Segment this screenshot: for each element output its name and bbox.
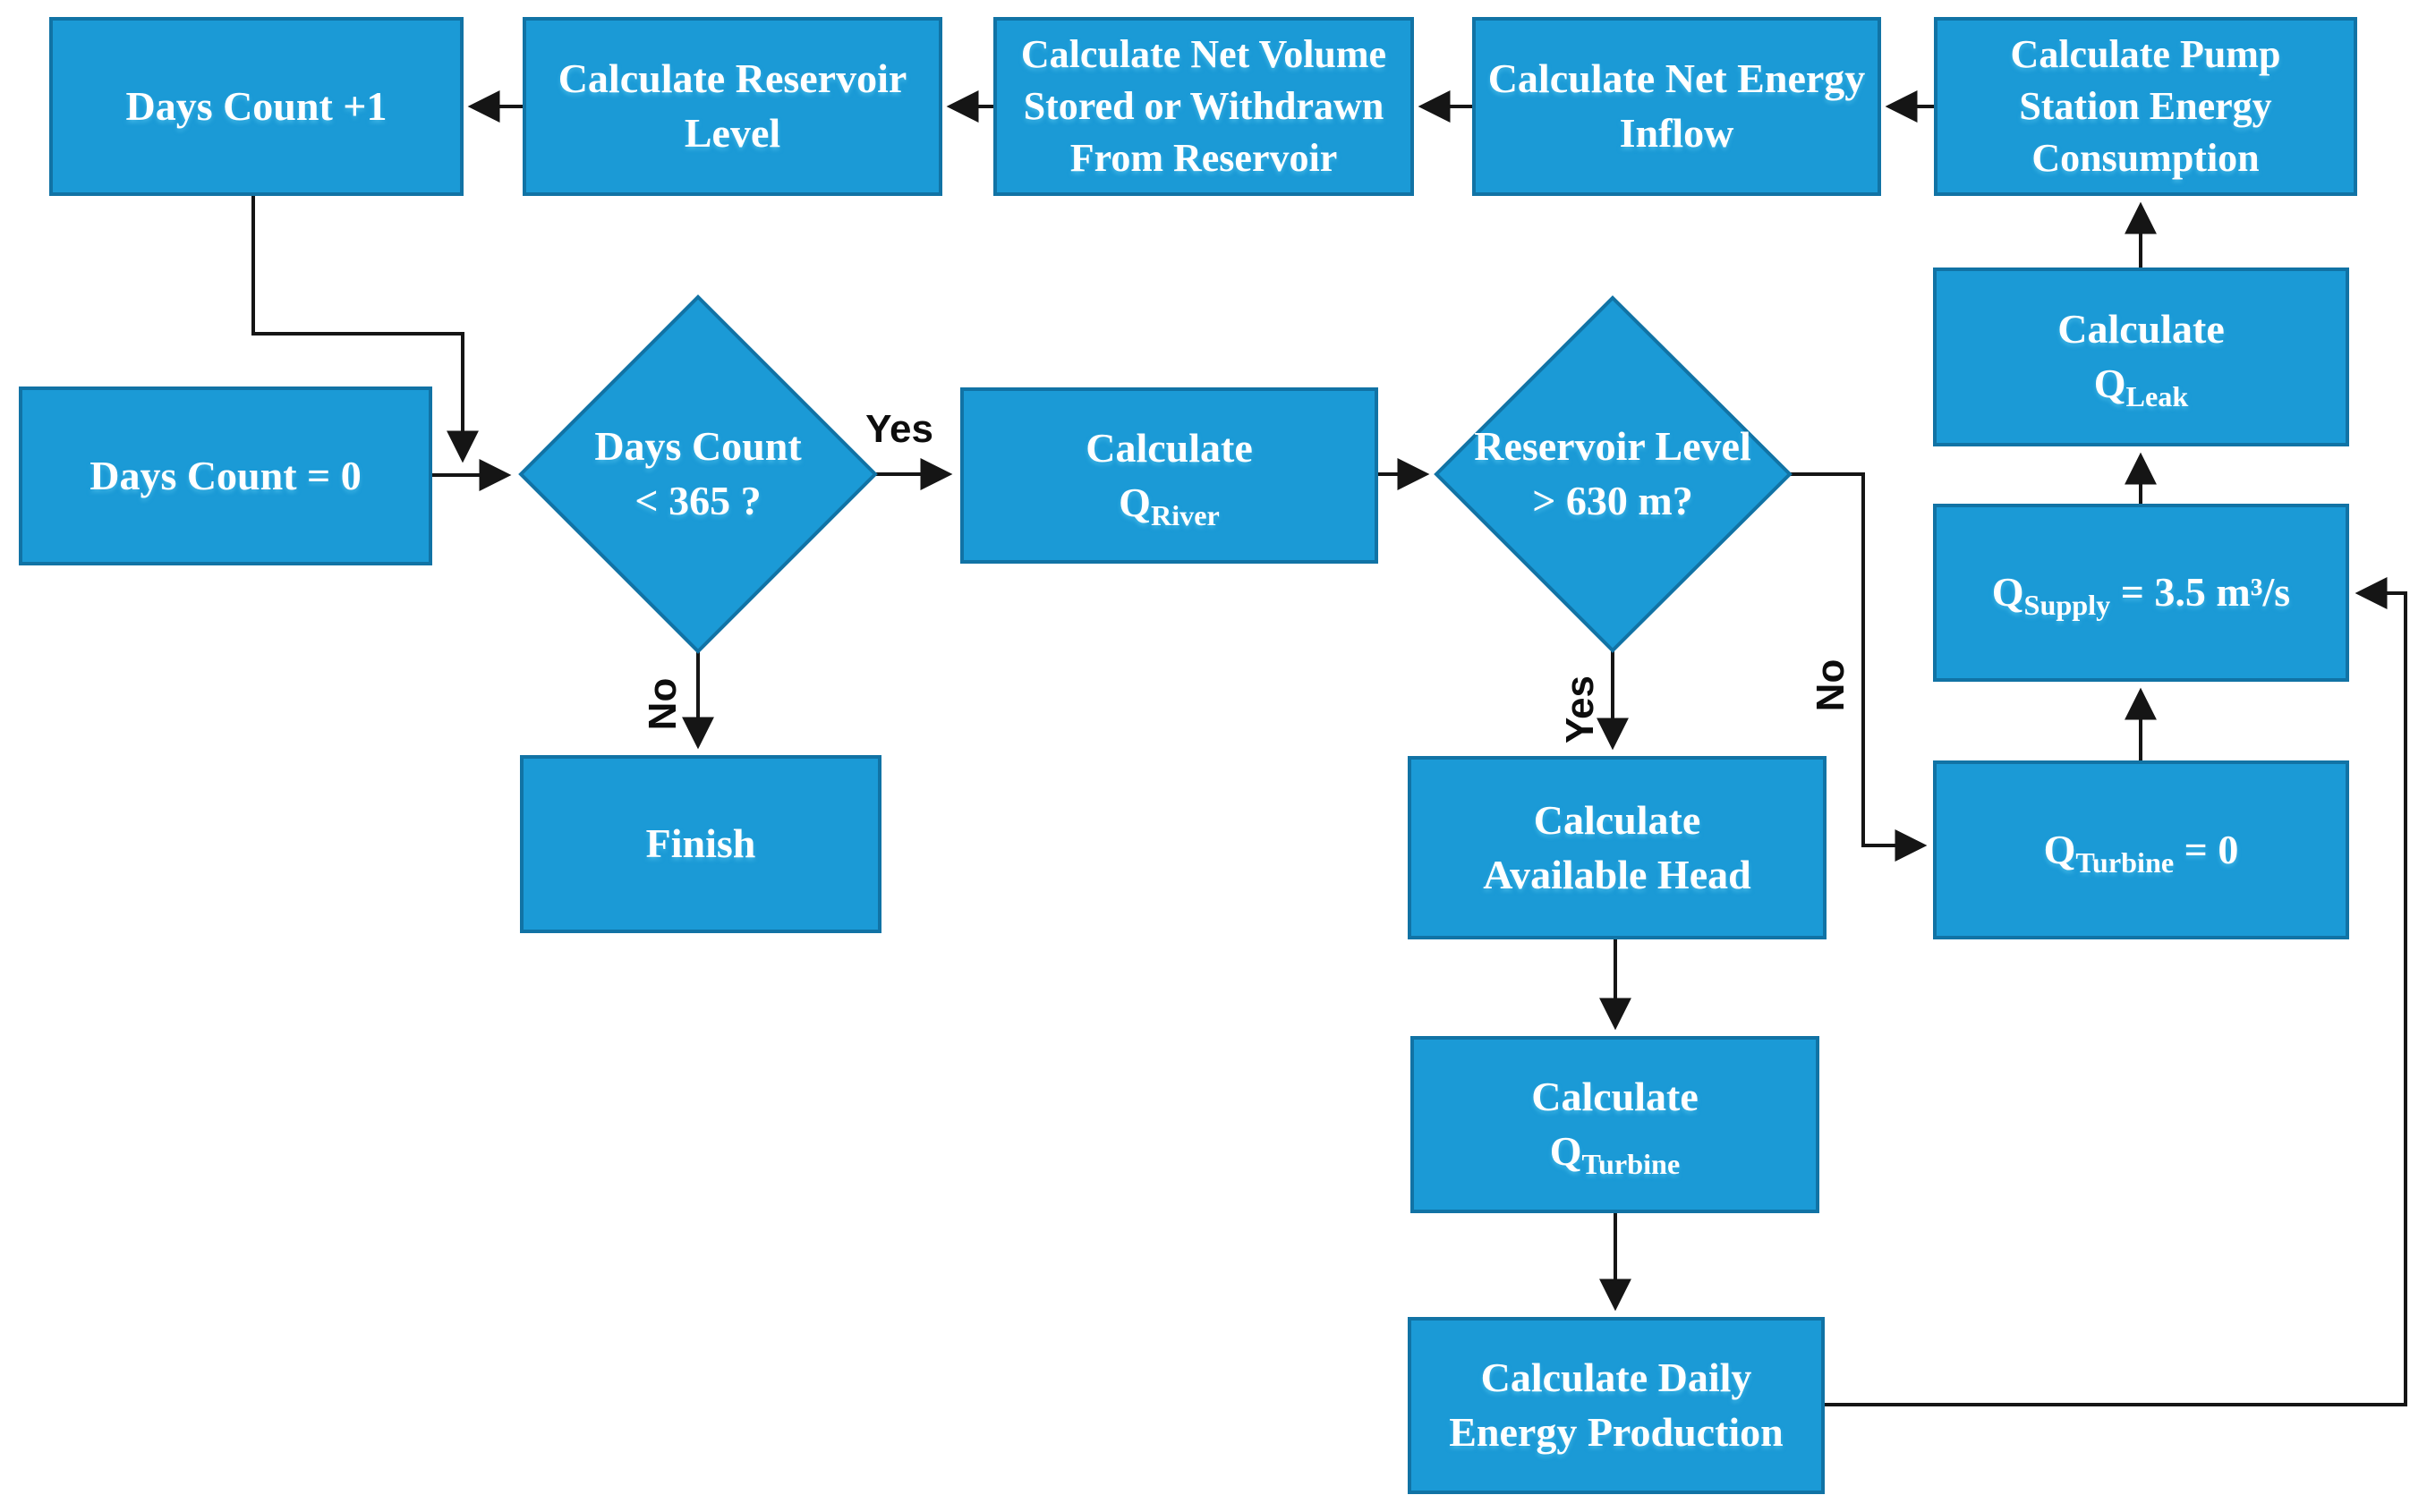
node-q-turbine-zero: QTurbine = 0 [1933, 760, 2349, 939]
decision-label: Days Count < 365 ? [594, 423, 802, 523]
node-calculate-available-head: Calculate Available Head [1408, 756, 1827, 939]
decision-days-count-shape [518, 294, 878, 654]
node-label: Days Count = 0 [89, 452, 362, 498]
edge-daysplus-loop [251, 196, 479, 463]
decision-reservoir-level: Reservoir Level > 630 m? [1443, 385, 1783, 564]
node-calculate-pump-station-energy: Calculate Pump Station Energy Consumptio… [1934, 17, 2357, 196]
label-no-days-count: No [641, 677, 685, 731]
node-calculate-net-volume: Calculate Net Volume Stored or Withdrawn… [993, 17, 1414, 196]
node-calculate-net-energy-inflow: Calculate Net Energy Inflow [1472, 17, 1881, 196]
node-label: Calculate Available Head [1483, 796, 1751, 897]
edge-decision2-no [1790, 472, 1928, 862]
node-calculate-reservoir-level: Calculate Reservoir Level [523, 17, 942, 196]
decision-reservoir-level-shape [1434, 295, 1793, 653]
decision-days-count: Days Count < 365 ? [528, 385, 868, 564]
node-days-count-plus-one: Days Count +1 [49, 17, 464, 196]
node-q-supply-value: QSupply = 3.5 m³/s [1933, 504, 2349, 682]
node-label: Finish [645, 820, 756, 867]
label-yes-reservoir: Yes [1558, 675, 1602, 743]
node-label: QSupply = 3.5 m³/s [1991, 569, 2291, 622]
node-label: Calculate Reservoir Level [558, 55, 907, 156]
node-label: QTurbine = 0 [2043, 826, 2239, 879]
node-label: Calculate Daily Energy Production [1449, 1355, 1784, 1455]
node-days-count-zero: Days Count = 0 [19, 386, 432, 565]
node-finish: Finish [520, 755, 881, 933]
node-label: Calculate Net Energy Inflow [1487, 55, 1866, 156]
node-calculate-daily-energy-production: Calculate Daily Energy Production [1408, 1317, 1825, 1494]
node-label: Calculate Pump Station Energy Consumptio… [2010, 31, 2281, 181]
label-yes-days-count: Yes [865, 407, 933, 451]
node-label: Calculate Net Volume Stored or Withdrawn… [1020, 31, 1387, 181]
edge-daily-feedback-to-qsupply [1825, 577, 2407, 1406]
label-no-reservoir: No [1809, 658, 1852, 712]
decision-label: Reservoir Level > 630 m? [1474, 423, 1751, 523]
node-label: Days Count +1 [125, 82, 387, 129]
